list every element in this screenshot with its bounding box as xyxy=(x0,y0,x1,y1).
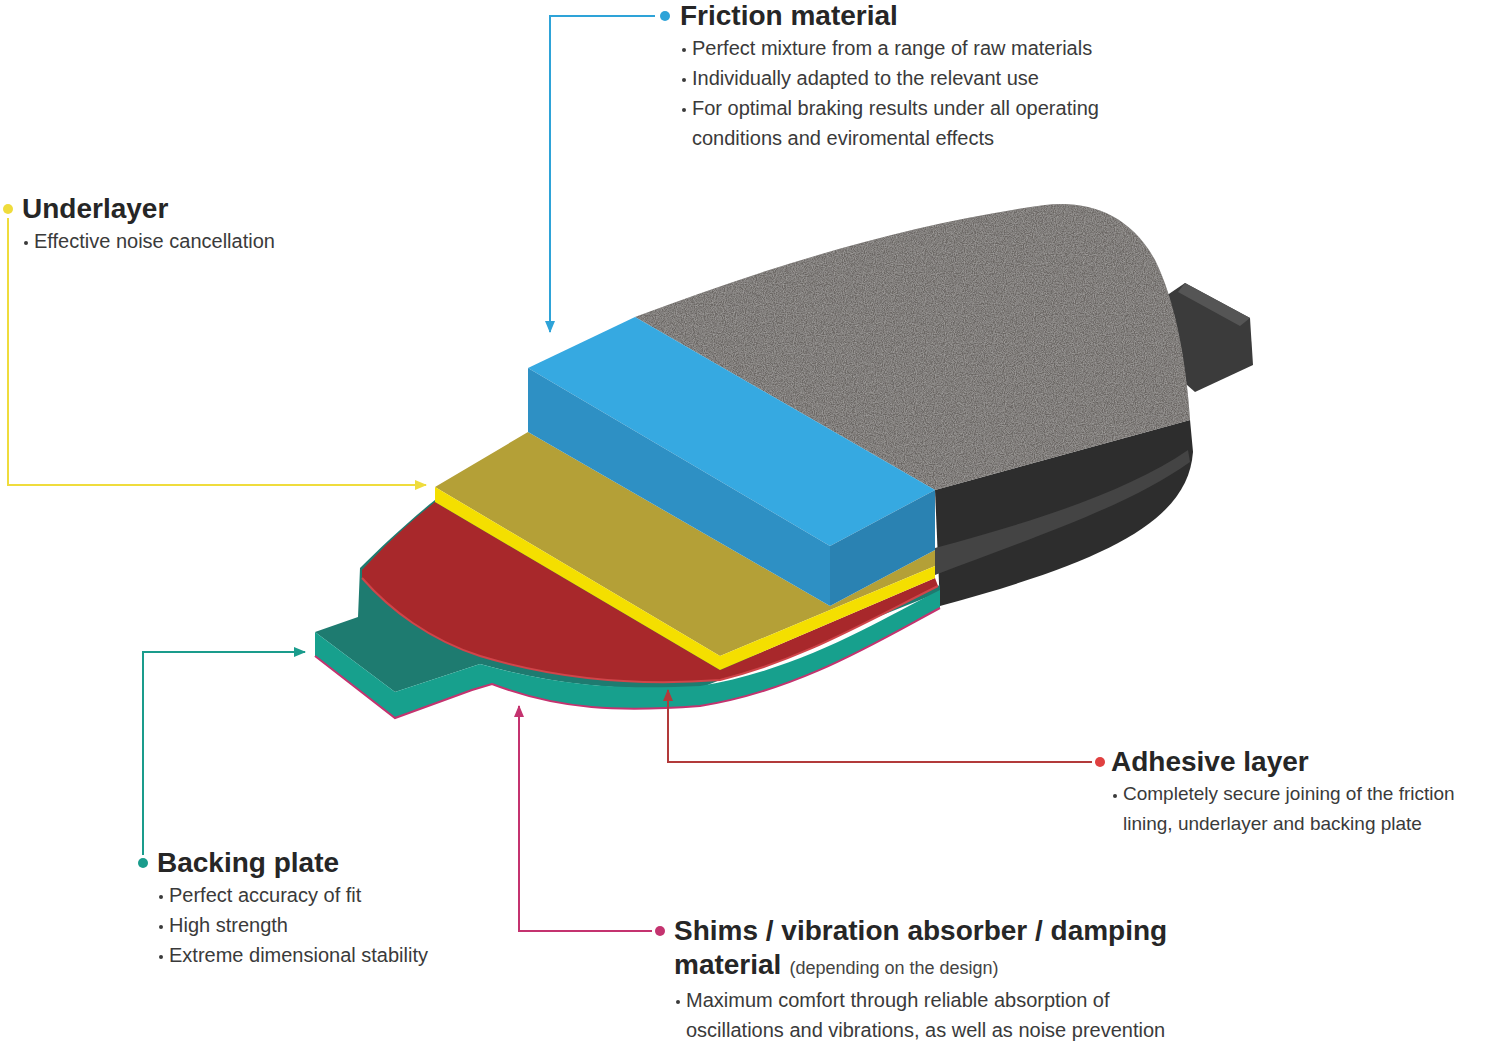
leader-line xyxy=(550,16,655,332)
heading-row: Underlayer xyxy=(22,192,342,226)
callout: UnderlayerEffective noise cancellation xyxy=(22,192,342,256)
callout: Friction materialPerfect mixture from a … xyxy=(680,0,1160,153)
friction-cut-side xyxy=(830,490,935,606)
feature-bullet: Effective noise cancellation xyxy=(22,226,342,256)
heading-row: Backing plate xyxy=(157,846,487,880)
feature-bullet: Perfect accuracy of fit xyxy=(157,880,487,910)
feature-bullet: Extreme dimensional stability xyxy=(157,940,487,970)
heading-row: Shims / vibration absorber / damping mat… xyxy=(674,914,1179,985)
callout-dot xyxy=(1095,757,1105,767)
part-heading: Friction material xyxy=(680,0,898,31)
leader-line xyxy=(8,218,426,485)
callout-dot xyxy=(655,926,665,936)
feature-bullet: Completely secure joining of the frictio… xyxy=(1111,779,1493,839)
feature-bullet: For optimal braking results under all op… xyxy=(680,93,1160,153)
callout-dot xyxy=(3,204,13,214)
heading-row: Friction material xyxy=(680,0,1160,33)
feature-bullet: Individually adapted to the relevant use xyxy=(680,63,1160,93)
pad-tab-top xyxy=(1178,283,1250,326)
part-heading: Underlayer xyxy=(22,193,168,224)
callout: Shims / vibration absorber / damping mat… xyxy=(674,914,1179,1045)
design-note: (depending on the design) xyxy=(789,958,998,978)
part-heading: Adhesive layer xyxy=(1111,746,1309,777)
callout: Backing platePerfect accuracy of fitHigh… xyxy=(157,846,487,970)
friction-cut-front xyxy=(528,368,830,606)
heading-row: Adhesive layer xyxy=(1111,745,1493,779)
feature-bullet: High strength xyxy=(157,910,487,940)
callout-dot xyxy=(660,11,670,21)
leader-line xyxy=(143,652,305,855)
feature-bullet: Perfect mixture from a range of raw mate… xyxy=(680,33,1160,63)
leader-line xyxy=(519,706,652,931)
feature-bullet: Maximum comfort through reliable absorpt… xyxy=(674,985,1179,1045)
callout-dot xyxy=(138,858,148,868)
part-heading: Backing plate xyxy=(157,847,339,878)
callout: Adhesive layerCompletely secure joining … xyxy=(1111,745,1493,839)
leader-line xyxy=(668,690,1092,762)
